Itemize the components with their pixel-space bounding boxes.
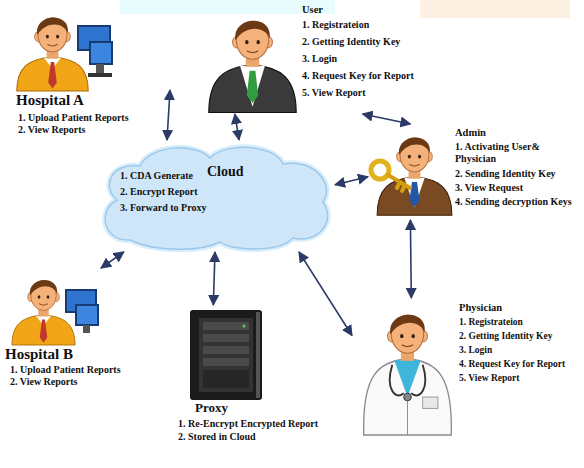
node-heading: Proxy [195, 401, 228, 416]
user-node: User 1. Registrateion 2. Getting Identity … [203, 2, 416, 114]
node-item: 1. Upload Patient Reports [18, 112, 129, 124]
connector-arrow [213, 252, 215, 305]
node-item: 1. Upload Patient Reports [10, 364, 121, 376]
user-figure [209, 21, 296, 113]
proxy-node: Proxy 1. Re-Encrypt Encrypted Report2. St… [172, 305, 337, 445]
connector-arrow [335, 177, 368, 185]
node-item: 5. View Report [302, 87, 366, 99]
server-figure [190, 310, 262, 400]
node-item: 2. Getting Identity Key [459, 331, 552, 342]
node-item: 2. Encrypt Report [120, 186, 198, 198]
connector-arrow [167, 90, 170, 140]
connector-arrow [299, 252, 352, 336]
node-item: 3. Login [459, 345, 492, 356]
physician-node: Physician 1. Registrateion 2. Getting Iden… [352, 298, 580, 448]
connector-arrow [101, 252, 124, 268]
node-item: 1. CDA Generate [120, 170, 193, 182]
connector-arrow [235, 114, 239, 140]
node-heading: Hospital A [16, 92, 84, 109]
node-item: 5. View Report [459, 373, 519, 384]
cloud-node: Cloud 1. CDA Generate 2. Encrypt Report 3. … [95, 140, 335, 252]
node-heading: Admin [455, 127, 486, 139]
node-heading: Hospital B [5, 346, 73, 363]
node-item: 4. Sending decryption Keys [455, 196, 572, 208]
connector-arrow [410, 220, 412, 298]
node-item: 4. Request Key for Report [302, 70, 414, 82]
hospital-b-figure [12, 280, 98, 345]
node-item: 2. Getting Identity Key [302, 36, 400, 48]
node-item: 2. Sending Identity Key [455, 168, 556, 180]
physician-figure [364, 315, 452, 435]
node-item: 3. View Request [455, 182, 523, 194]
node-item: 3. Forward to Proxy [120, 202, 206, 214]
node-heading: Physician [459, 302, 502, 314]
node-item: 2. View Reports [10, 376, 78, 388]
admin-node: Admin 1. Activating User& Physician 2. Sen… [368, 124, 580, 220]
connector-arrow [363, 114, 411, 124]
hospital-node: Hospital B1. Upload Patient Reports2. Vi… [2, 268, 167, 392]
node-item: 2. View Reports [18, 124, 86, 136]
node-item: 1. Activating User& Physician [455, 141, 555, 164]
node-item: 1. Re-Encrypt Encrypted Report [178, 418, 318, 430]
hospital-node: Hospital A 1. Upload Patient Reports2. Vi… [5, 2, 170, 138]
node-item: 1. Registrateion [459, 317, 523, 328]
hospital-a-figure [17, 17, 112, 91]
key-icon [371, 161, 410, 191]
node-item: 3. Login [302, 53, 337, 65]
admin-figure [371, 137, 452, 215]
node-item: 4. Request Key for Report [459, 359, 565, 370]
node-item: 1. Registrateion [302, 19, 369, 31]
node-heading: User [302, 4, 323, 16]
node-heading: Cloud [207, 164, 244, 180]
node-item: 2. Stored in Cloud [178, 431, 256, 443]
